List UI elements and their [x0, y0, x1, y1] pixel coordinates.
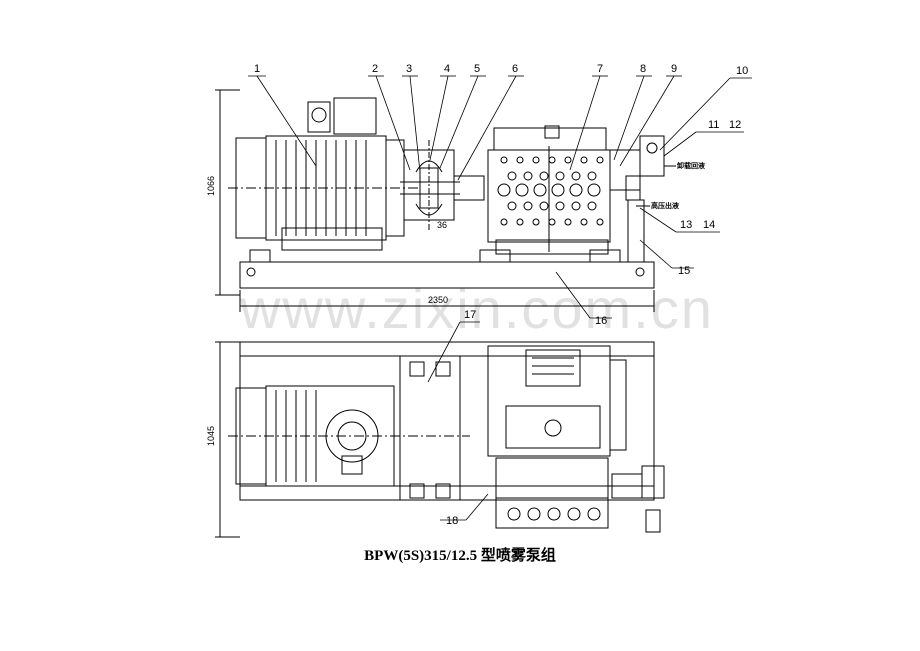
callout-10: 10 — [736, 65, 748, 77]
base-frame — [239, 249, 655, 289]
callout-6: 6 — [512, 63, 518, 75]
watermark: www.zixin.com.cn — [239, 277, 714, 340]
coupling: 36 — [400, 140, 485, 232]
plan-base — [239, 341, 655, 501]
callout-15: 15 — [678, 265, 690, 277]
dimension-length: 2350 — [239, 290, 655, 312]
callout-18: 18 — [446, 515, 458, 527]
dimension-height-bottom: 1045 — [206, 341, 240, 538]
pump-plan — [487, 345, 665, 533]
callout-8: 8 — [640, 63, 646, 75]
callout-leaders-bottom — [427, 321, 489, 521]
callout-9: 9 — [671, 63, 677, 75]
callout-12: 12 — [729, 119, 741, 131]
motor — [228, 97, 420, 251]
callout-16: 16 — [595, 315, 607, 327]
valve-assembly: 卸载回液 高压出液 — [609, 135, 706, 263]
note-high-pressure-out: 高压出液 — [651, 201, 680, 210]
callout-3: 3 — [406, 63, 412, 75]
dimension-height-top: 1066 — [206, 89, 240, 296]
callout-17: 17 — [464, 309, 476, 321]
drawing-caption: BPW(5S)315/12.5 型喷雾泵组 — [364, 548, 556, 564]
callout-11: 11 — [708, 119, 719, 131]
callout-5: 5 — [474, 63, 480, 75]
dim-36: 36 — [437, 220, 447, 230]
callout-leaders-top — [248, 75, 752, 319]
callout-1: 1 — [254, 63, 260, 75]
callout-2: 2 — [372, 63, 378, 75]
dim-1066: 1066 — [206, 176, 216, 196]
dim-2350: 2350 — [428, 295, 448, 305]
pump-bolt-grid — [497, 156, 604, 226]
callout-4: 4 — [444, 63, 450, 75]
plan-view: 1045 — [206, 309, 665, 538]
callout-7: 7 — [597, 63, 603, 75]
note-unload-return: 卸载回液 — [677, 161, 706, 170]
callout-13: 13 — [680, 219, 692, 231]
callout-14: 14 — [703, 219, 715, 231]
dim-1045: 1045 — [206, 426, 216, 446]
pump-body — [487, 125, 611, 255]
elevation-view: 1066 — [206, 63, 752, 327]
motor-plan — [228, 385, 470, 487]
